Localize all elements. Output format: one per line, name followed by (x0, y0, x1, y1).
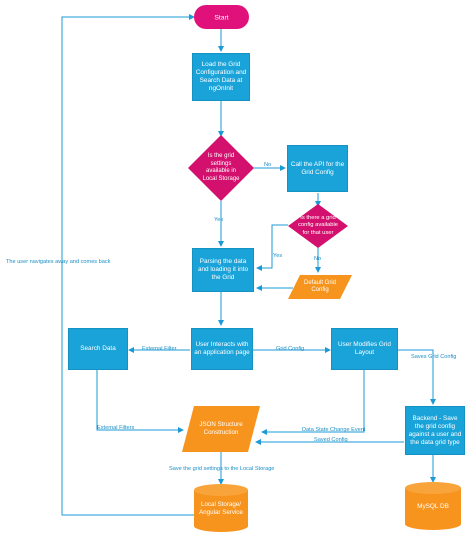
load-grid-label: Load the Grid Configuration and Search D… (195, 61, 247, 92)
start-label: Start (214, 15, 228, 22)
call-api-label: Call the API for the Grid Config (290, 160, 345, 176)
start-node (194, 5, 249, 29)
parse-grid-label: Parsing the data and loading it into the… (197, 258, 249, 281)
arrow-loop-back (61, 14, 195, 516)
load-grid-node: Load the Grid Configuration and Search D… (192, 53, 250, 101)
mysql-text: MySQL DB (405, 495, 461, 519)
decision-user-label: Is there a grid config available for tha… (298, 215, 338, 236)
user-interacts-node: User Interacts with an application page (191, 328, 253, 370)
edge-label-saved-config: Saved Config (314, 437, 348, 443)
edge-label-external-filters: External Filters (97, 425, 135, 431)
edge-label-external-filter: External Filter (142, 346, 177, 352)
mysql-label: MySQL DB (417, 503, 449, 510)
default-config-node (288, 275, 352, 299)
decision-user-text: Is there a grid config available for tha… (296, 210, 340, 242)
user-interacts-label: User Interacts with an application page (194, 341, 250, 356)
edge-label-saves-grid-config: Saves Grid Config (411, 354, 457, 360)
backend-node: Backend - Save the grid config against a… (405, 406, 465, 455)
arrow-search-to-json (96, 370, 184, 433)
edge-label-no-1: No (264, 162, 272, 168)
local-storage-text: Local Storage/ Angular Service (195, 495, 247, 523)
arrow-modify-to-backend (398, 349, 436, 405)
json-structure-label: JSON Structure Construction (199, 421, 243, 436)
decision-local-label: Is the grid settings available in Local … (202, 153, 240, 182)
mysql-cylinder (405, 482, 461, 530)
default-config-text: Default Grid Config (296, 277, 344, 297)
json-structure-text: JSON Structure Construction (196, 410, 246, 448)
edge-label-yes-2: Yes (273, 253, 283, 259)
backend-label: Backend - Save the grid config against a… (408, 414, 462, 446)
search-data-node: Search Data (68, 328, 128, 370)
local-storage-cylinder (194, 484, 248, 532)
edge-label-grid-config: Grid Config (276, 346, 305, 352)
decision-user-config (288, 204, 348, 248)
decision-local-text: Is the grid settings available in Local … (199, 148, 243, 188)
edge-label-no-2: No (314, 256, 322, 262)
arrow-decision2-yes (256, 224, 288, 271)
decision-local-storage (188, 135, 254, 201)
local-storage-label: Local Storage/ Angular Service (199, 501, 243, 516)
edge-label-save-local: Save the grid settings to the Local Stor… (169, 466, 275, 472)
user-modifies-label: User Modifies Grid Layout (338, 341, 391, 356)
arrow-modify-to-json (261, 370, 365, 435)
call-api-node: Call the API for the Grid Config (287, 145, 348, 192)
edge-label-yes-1: Yes (214, 217, 224, 223)
edge-label-navigates: The user navigates away and comes back (6, 259, 111, 265)
user-modifies-node: User Modifies Grid Layout (331, 328, 398, 370)
parse-grid-node: Parsing the data and loading it into the… (192, 248, 254, 292)
default-config-label: Default Grid Config (303, 279, 336, 294)
json-structure-node (182, 406, 260, 452)
edge-label-data-state-change: Data State Change Event (302, 427, 366, 433)
search-data-label: Search Data (80, 345, 116, 352)
